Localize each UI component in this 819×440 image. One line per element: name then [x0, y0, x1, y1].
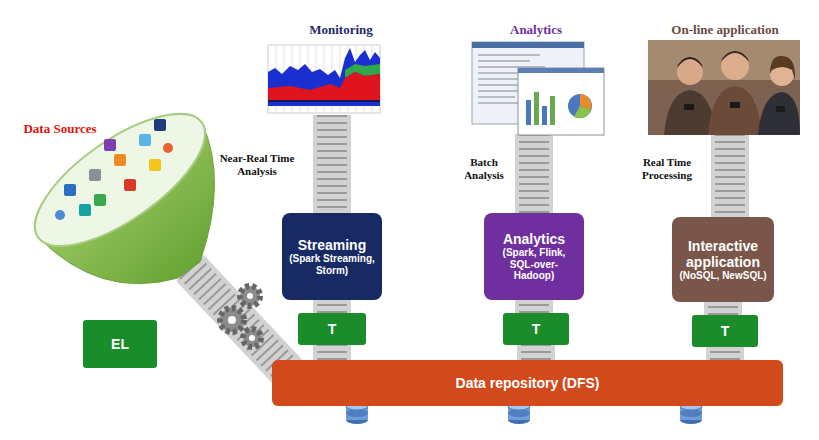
box-subtitle: (Spark, Flink, SQL-over-Hadoop) — [490, 247, 578, 282]
belt-base — [706, 347, 744, 360]
interactive-app-box: Interactive application(NoSQL, NewSQL) — [672, 217, 774, 302]
conveyor-connector — [725, 347, 726, 360]
conveyor-connector — [536, 345, 537, 360]
gears — [220, 286, 261, 347]
belt-ribs — [521, 345, 551, 360]
belt-ribs — [317, 300, 347, 313]
near-real-time-label: Near-Real Time Analysis — [212, 152, 302, 178]
conveyor-connector — [332, 345, 333, 360]
box-subtitle: (Spark Streaming, Storm) — [288, 253, 376, 276]
data-repository-bar: Data repository (DFS) — [272, 360, 783, 406]
online-application-label: On-line application — [650, 22, 800, 38]
people-photo — [648, 40, 800, 135]
box-title: Analytics — [503, 231, 565, 247]
conveyor-belts — [190, 115, 730, 385]
analytics-box: Analytics(Spark, Flink, SQL-over-Hadoop) — [484, 213, 584, 300]
box-title: T — [328, 321, 337, 337]
data-sources-label: Data Sources — [14, 121, 106, 137]
box-title: Data repository (DFS) — [456, 375, 600, 391]
monitoring-chart — [268, 45, 380, 113]
real-time-processing-label: Real Time Processing — [630, 156, 704, 182]
belt-ribs — [519, 300, 549, 313]
conveyor-connector — [534, 300, 535, 313]
box-title: T — [532, 321, 541, 337]
transform-box: T — [692, 315, 758, 347]
belt-base — [704, 302, 742, 315]
analytics-label: Analytics — [486, 22, 586, 38]
belt-base — [515, 300, 553, 313]
belt-ribs — [708, 302, 738, 315]
belt-ribs — [317, 345, 347, 360]
conveyor-connector — [723, 302, 724, 315]
belt-base — [313, 300, 351, 313]
transform-box: T — [298, 313, 366, 345]
box-title: T — [721, 323, 730, 339]
streaming-box: Streaming(Spark Streaming, Storm) — [282, 213, 382, 300]
transform-box: T — [503, 313, 569, 345]
belt-base — [517, 345, 555, 360]
box-title: EL — [111, 336, 129, 352]
box-subtitle: (NoSQL, NewSQL) — [679, 270, 766, 282]
belt-base — [313, 345, 351, 360]
conveyor-connector — [332, 300, 333, 313]
box-title: Streaming — [298, 237, 366, 253]
box-title: Interactive application — [678, 238, 768, 270]
funnel — [15, 90, 225, 284]
monitoring-label: Monitoring — [286, 22, 396, 38]
batch-analysis-label: Batch Analysis — [456, 156, 512, 182]
el-box: EL — [83, 320, 157, 368]
analytics-screenshot — [472, 42, 604, 135]
belt-ribs — [710, 347, 740, 360]
